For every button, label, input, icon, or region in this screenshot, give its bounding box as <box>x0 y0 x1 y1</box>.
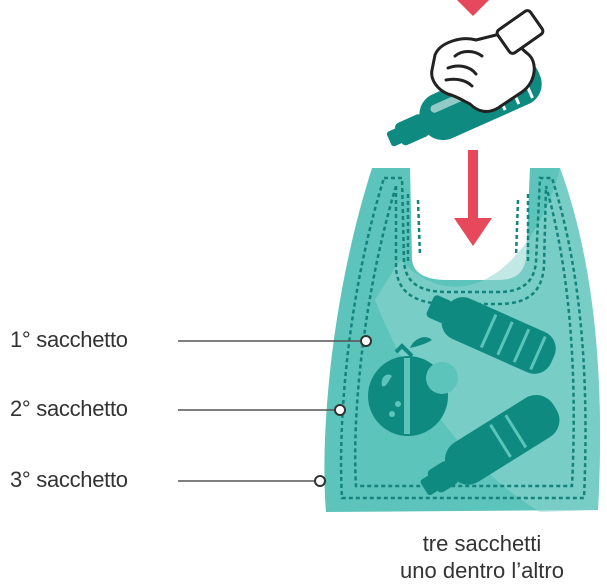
label-third-bag: 3° sacchetto <box>10 467 128 493</box>
caption-line-2: uno dentro l’altro <box>372 557 592 584</box>
label-first-bag: 1° sacchetto <box>10 327 128 353</box>
caption: tre sacchetti uno dentro l’altro <box>372 530 592 584</box>
leader-line-3 <box>178 476 325 486</box>
hand-with-bottle-icon <box>379 9 548 162</box>
leader-line-2 <box>178 405 345 415</box>
top-arrow <box>457 0 489 16</box>
label-second-bag: 2° sacchetto <box>10 396 128 422</box>
down-arrow-icon <box>454 150 492 246</box>
caption-line-1: tre sacchetti <box>372 530 592 557</box>
